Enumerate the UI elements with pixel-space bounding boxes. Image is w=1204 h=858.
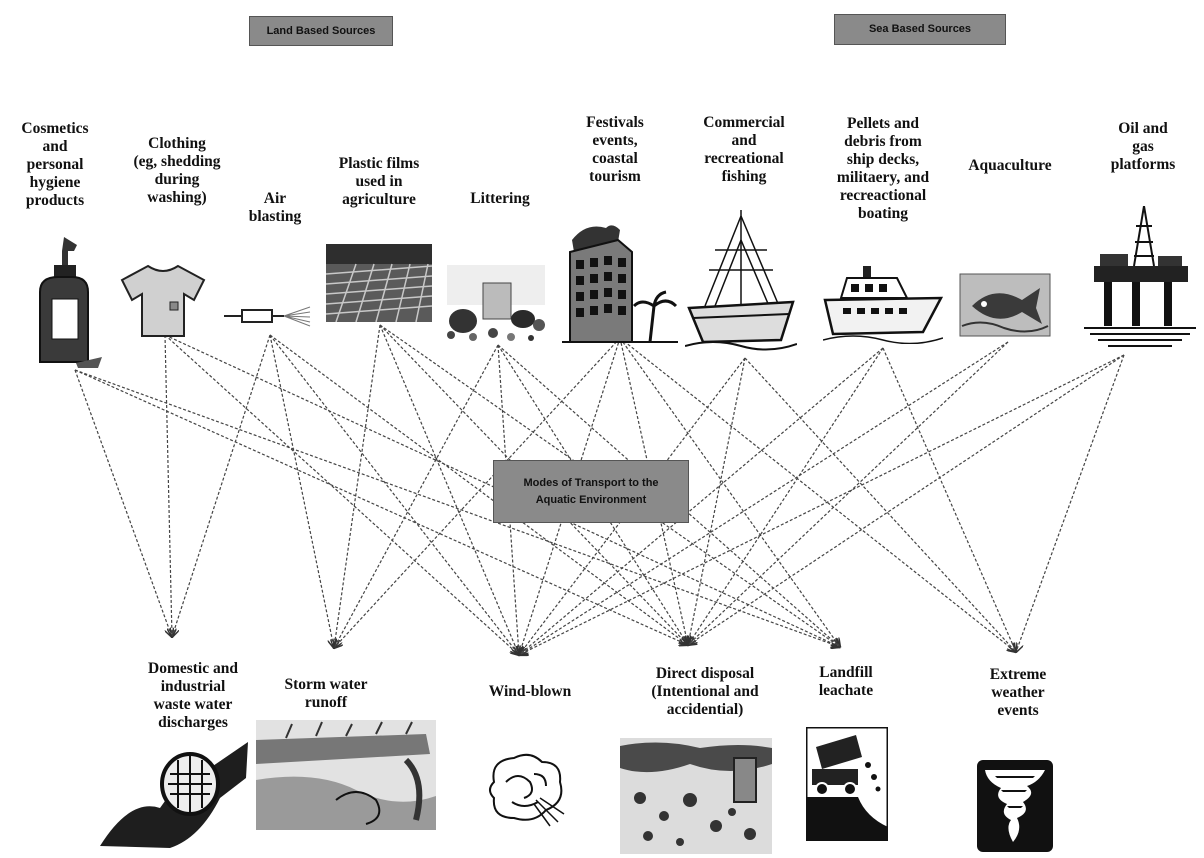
arrow-aquaculture-to-wind-blown	[519, 341, 1009, 655]
drain-pipe-icon	[100, 742, 248, 848]
arrow-air-blasting-to-wind-blown	[269, 334, 519, 655]
oil-rig-icon	[1084, 206, 1196, 347]
target-label-landfill: Landfill leachate	[818, 664, 874, 699]
target-label-wastewater: Domestic and industrial waste water disc…	[148, 660, 238, 731]
source-label-festivals: Festivals events, coastal tourism	[586, 114, 644, 185]
arrow-oil-gas-to-direct-disposal	[688, 354, 1125, 645]
source-label-plastic-films: Plastic films used in agriculture	[338, 155, 420, 208]
arrow-aquaculture-to-direct-disposal	[688, 341, 1009, 645]
arrow-air-blasting-to-wastewater	[172, 334, 271, 637]
source-label-cosmetics: Cosmetics and personal hygiene products	[21, 120, 89, 209]
arrow-air-blasting-to-stormwater	[269, 334, 334, 648]
litter-pile-icon	[447, 265, 545, 341]
dump-truck-icon	[806, 727, 888, 841]
sea-based-sources-header: Sea Based Sources	[834, 14, 1006, 45]
arrow-fishing-to-extreme-weather	[744, 357, 1016, 652]
source-label-fishing: Commercial and recreational fishing	[703, 114, 785, 185]
arrow-fishing-to-direct-disposal	[688, 357, 746, 645]
motor-yacht-icon	[823, 266, 943, 344]
fishing-ship-icon	[685, 210, 797, 351]
beach-debris-icon	[620, 738, 772, 854]
source-label-clothing: Clothing (eg, shedding during washing)	[133, 135, 221, 206]
arrow-littering-to-landfill	[497, 344, 840, 647]
arrow-pellets-to-direct-disposal	[688, 347, 884, 645]
lotion-bottle-icon	[39, 237, 102, 368]
air-gun-icon	[224, 306, 311, 327]
fish-icon	[959, 273, 1051, 337]
runoff-landscape-icon	[256, 720, 436, 830]
modes-of-transport-header: Modes of Transport to the Aquatic Enviro…	[493, 460, 689, 523]
arrow-clothing-to-wastewater	[164, 334, 172, 637]
arrow-oil-gas-to-extreme-weather	[1016, 354, 1125, 652]
target-label-wind-blown: Wind-blown	[488, 683, 572, 700]
arrow-festivals-to-extreme-weather	[619, 337, 1016, 652]
arrow-clothing-to-wind-blown	[164, 334, 519, 655]
arrow-pellets-to-wind-blown	[519, 347, 884, 655]
arrow-plastic-films-to-stormwater	[334, 324, 381, 648]
source-label-littering: Littering	[470, 190, 530, 207]
target-label-extreme-weather: Extreme weather events	[989, 666, 1047, 719]
arrow-oil-gas-to-wind-blown	[519, 354, 1125, 655]
arrow-cosmetics-to-direct-disposal	[74, 369, 688, 645]
arrow-festivals-to-stormwater	[334, 337, 621, 648]
arrow-littering-to-stormwater	[334, 344, 499, 648]
plastic-covered-field-icon	[326, 244, 432, 322]
source-label-aquaculture: Aquaculture	[968, 157, 1052, 174]
source-label-oil-gas: Oil and gas platforms	[1110, 120, 1176, 173]
arrow-pellets-to-extreme-weather	[882, 347, 1016, 652]
hotel-building-icon	[562, 225, 678, 343]
t-shirt-icon	[120, 264, 206, 337]
arrow-cosmetics-to-wastewater	[74, 369, 172, 637]
land-based-sources-header: Land Based Sources	[249, 16, 393, 46]
target-label-stormwater: Storm water runoff	[284, 676, 368, 711]
wind-swirl-icon	[489, 753, 565, 827]
tornado-icon	[977, 760, 1053, 852]
target-label-direct-disposal: Direct disposal (Intentional and acciden…	[651, 665, 759, 718]
arrow-festivals-to-landfill	[619, 337, 840, 647]
arrow-cosmetics-to-landfill	[74, 369, 840, 647]
source-label-pellets: Pellets and debris from ship decks, mili…	[836, 115, 930, 222]
source-label-air-blasting: Air blasting	[248, 190, 302, 225]
